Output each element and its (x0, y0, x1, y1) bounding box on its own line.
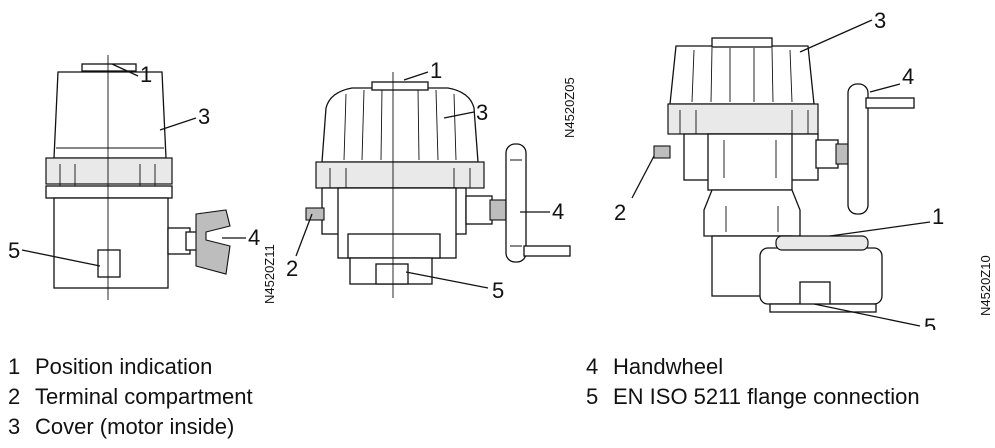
callout-5: 5 (924, 314, 936, 330)
legend-right: 4 Handwheel 5 EN ISO 5211 flange connect… (586, 352, 920, 412)
callout-1: 1 (430, 58, 442, 83)
callout-5: 5 (492, 278, 504, 303)
legend-text: Position indication (35, 354, 213, 379)
legend-left: 1 Position indication 2 Terminal compart… (8, 352, 253, 442)
drawing-code: N4520Z05 (562, 77, 577, 138)
callout-4: 4 (248, 225, 260, 250)
legend-text: Handwheel (613, 354, 724, 379)
legend-number: 4 (586, 354, 599, 379)
drawing-code: N4520Z11 (262, 244, 277, 304)
actuator-large-view: 3 4 2 1 5 N4520Z10 (614, 8, 993, 330)
legend-number: 3 (8, 414, 21, 439)
callout-3: 3 (874, 8, 886, 33)
callout-2: 2 (614, 200, 626, 225)
legend-item: 2 Terminal compartment (8, 382, 253, 412)
callout-1: 1 (932, 204, 944, 229)
callout-4: 4 (552, 199, 564, 224)
legend-text: EN ISO 5211 flange connection (613, 384, 920, 409)
legend-item: 4 Handwheel (586, 352, 920, 382)
legend-item: 3 Cover (motor inside) (8, 412, 253, 442)
legend-number: 1 (8, 354, 21, 379)
callout-2: 2 (286, 256, 298, 281)
callout-5: 5 (8, 238, 20, 263)
legend-text: Terminal compartment (35, 384, 253, 409)
legend-text: Cover (motor inside) (35, 414, 235, 439)
actuator-medium-view: 1 3 2 4 5 N4520Z05 (286, 58, 577, 303)
callout-1: 1 (140, 62, 152, 87)
legend-item: 1 Position indication (8, 352, 253, 382)
actuator-figures: 1 3 4 5 N4520Z11 1 (8, 8, 993, 330)
legend-number: 5 (586, 384, 599, 409)
actuator-small-view: 1 3 4 5 N4520Z11 (8, 55, 277, 304)
legend-number: 2 (8, 384, 21, 409)
legend-item: 5 EN ISO 5211 flange connection (586, 382, 920, 412)
callout-4: 4 (902, 64, 914, 89)
drawing-code: N4520Z10 (978, 255, 993, 316)
callout-3: 3 (476, 100, 488, 125)
callout-3: 3 (198, 104, 210, 129)
